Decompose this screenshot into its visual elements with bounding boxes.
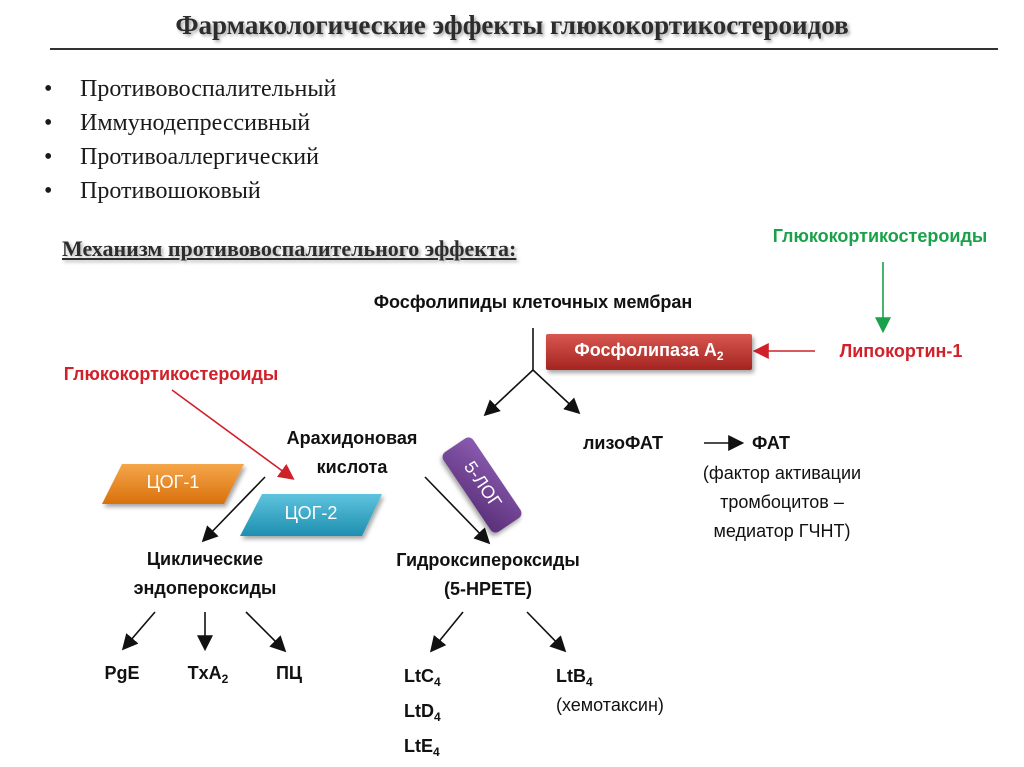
chemotaxin-label: (хемотаксин) (556, 695, 664, 715)
ltb4-label: LtB4 (556, 666, 593, 689)
cox1-box (102, 464, 244, 504)
arrow-gcs-to-cox2 (171, 389, 295, 480)
phospholipids-label: Фосфолипиды клеточных мембран (373, 292, 693, 312)
pla2-label: Фосфолипаза А2 (574, 340, 724, 363)
txa2-label: TxA2 (187, 663, 229, 686)
mechanism-heading: Механизм противовоспалительного эффекта: (62, 236, 517, 261)
arrow-to-pge (121, 611, 156, 651)
arrow-to-hydroperoxides (424, 476, 491, 545)
arrow-to-arachidonic (483, 369, 534, 417)
lte4-label: LtE4 (404, 736, 440, 759)
ltc4-label: LtC4 (404, 666, 441, 689)
arrow-to-ltb (526, 611, 567, 653)
hydroperoxides-label: Гидроксипероксиды (5-HPETE) (396, 550, 580, 599)
list-item: Противошоковый (44, 174, 336, 208)
gcs-label-left: Глюкокортикостероиды (63, 364, 279, 384)
effects-list: Противовоспалительный Иммунодепрессивный… (44, 72, 336, 208)
arrow-to-lysopaf (532, 369, 581, 415)
arrow-to-ltc (429, 611, 464, 653)
arachidonic-acid-label: Арахидоновая кислота (286, 428, 418, 477)
cyclic-endoperoxides-label: Циклические эндопероксиды (133, 549, 277, 598)
list-item: Противоаллергический (44, 140, 336, 174)
lipocortin-label: Липокортин-1 (839, 341, 963, 361)
lyso-paf-label: лизоФАТ (583, 433, 664, 453)
paf-label: ФАТ (752, 433, 791, 453)
pla2-box (546, 334, 752, 370)
cox2-box (240, 494, 382, 536)
page-title: Фармакологические эффекты глюкокортикост… (175, 10, 849, 40)
arrow-to-pc (245, 611, 287, 653)
leukotrienes-list: LtC4 LtD4 LtE4 (404, 662, 484, 767)
ltd4-label: LtD4 (404, 701, 441, 724)
gcs-label-right: Глюкокортикостероиды (772, 226, 988, 246)
list-item: Противовоспалительный (44, 72, 336, 106)
paf-description: (фактор активации тромбоцитов – медиатор… (702, 463, 862, 541)
arrow-to-cyclic (201, 476, 266, 543)
title-divider (50, 48, 998, 50)
lox5-box (442, 437, 522, 533)
pc-label: ПЦ (275, 663, 303, 683)
cox1-label: ЦОГ-1 (146, 472, 200, 492)
list-item: Иммунодепрессивный (44, 106, 336, 140)
pge-label: PgE (104, 663, 140, 683)
cox2-label: ЦОГ-2 (284, 503, 338, 523)
